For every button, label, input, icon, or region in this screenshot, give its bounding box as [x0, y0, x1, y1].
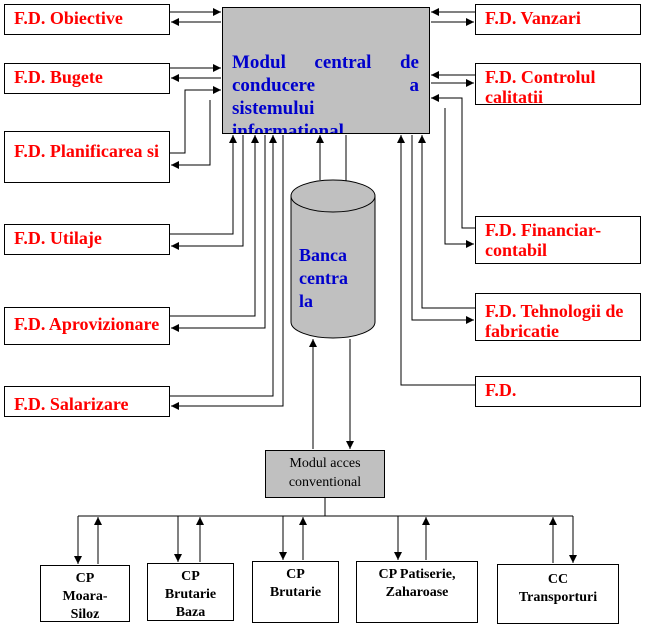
central-module-line: conducere a	[232, 75, 419, 96]
cp-box-transporturi: CC Transporturi	[497, 564, 619, 624]
cp-box-line: Baza	[175, 605, 206, 620]
fd-box-label: F.D. Salarizare	[14, 394, 129, 414]
cp-box-moara-siloz: CP Moara- Siloz	[40, 565, 130, 622]
central-module-line: Modul central de	[232, 52, 419, 73]
fd-box-tehnologii: F.D. Tehnologii de fabricatie	[475, 293, 641, 341]
fd-box-obiective: F.D. Obiective	[4, 4, 170, 35]
cp-box-line: CC	[547, 572, 569, 587]
cp-box-patiserie: CP Patiserie, Zaharoase	[356, 561, 478, 623]
cp-box-line: Transporturi	[518, 590, 598, 605]
cp-box-line: Moara-	[62, 589, 108, 604]
database-cylinder	[290, 179, 376, 339]
cp-box-line: CP Patiserie,	[378, 567, 456, 582]
fd-box-label: F.D. Controlul calitatii	[485, 67, 596, 105]
central-module-box: Modul central de conducere a sistemului …	[222, 7, 430, 134]
database-label: Banca centra la	[299, 244, 369, 313]
cp-box-line: Brutarie	[164, 587, 217, 602]
arrow-central-to-planificarea	[171, 100, 211, 169]
cp-box-line: Brutarie	[269, 585, 322, 600]
arrow-fdlast-to-central	[397, 135, 475, 386]
arrow-financiar-to-central	[431, 94, 475, 229]
cp-box-line: CP	[75, 571, 95, 586]
central-module-line: sistemului	[232, 98, 315, 119]
cp-box-line: CP	[286, 567, 305, 582]
database-label-line: la	[299, 291, 314, 311]
arrow-salarizare-to-central	[170, 135, 277, 397]
fd-box-label: F.D. Vanzari	[485, 8, 581, 28]
fd-box-controlul-calitatii: F.D. Controlul calitatii	[475, 63, 641, 105]
fd-box-financiar-contabil: F.D. Financiar-contabil	[475, 216, 641, 264]
fd-box-aprovizionare: F.D. Aprovizionare	[4, 307, 170, 345]
arrow-utilaje-to-central	[170, 135, 237, 235]
fd-box-bugete: F.D. Bugete	[4, 63, 170, 94]
fd-box-label: F.D. Financiar-contabil	[485, 220, 602, 260]
cp-box-brutarie-baza: CP Brutarie Baza	[147, 563, 234, 621]
access-module-box: Modul acces conventional	[265, 450, 385, 498]
fd-box-label: F.D. Utilaje	[14, 228, 102, 248]
cp-box-brutarie: CP Brutarie	[252, 561, 339, 623]
arrow-central-to-utilaje	[171, 135, 244, 250]
database-label-line: Banca	[299, 245, 348, 265]
access-module-line: Modul acces	[289, 456, 361, 471]
arrow-tehnologii-to-central	[418, 135, 475, 309]
arrow-planificarea-to-central	[170, 86, 221, 154]
arrow-central-to-salarizare	[171, 135, 284, 410]
fd-box-label: F.D. Aprovizionare	[14, 314, 160, 334]
cp-box-line: Siloz	[70, 607, 100, 622]
fd-box-vanzari: F.D. Vanzari	[475, 4, 641, 35]
fd-box-planificarea: F.D. Planificarea si	[4, 131, 170, 183]
arrow-aprovizionare-to-central	[170, 135, 259, 317]
fd-box-last: F.D.	[475, 376, 641, 407]
fd-box-label: F.D.	[485, 380, 517, 400]
cp-box-line: CP	[181, 569, 200, 584]
fd-box-utilaje: F.D. Utilaje	[4, 224, 170, 255]
fd-box-label: F.D. Planificarea si	[14, 141, 159, 161]
database-label-line: centra	[299, 268, 348, 288]
fd-box-label: F.D. Bugete	[14, 67, 103, 87]
fd-box-label: F.D. Obiective	[14, 8, 123, 28]
cp-box-line: Zaharoase	[385, 585, 449, 600]
arrow-central-to-financiar	[444, 108, 474, 248]
access-module-line: conventional	[288, 475, 362, 490]
fd-box-label: F.D. Tehnologii de fabricatie	[485, 301, 624, 341]
fd-box-salarizare: F.D. Salarizare	[4, 386, 170, 417]
central-module-line: informational	[232, 121, 344, 134]
arrow-central-to-aprovizionare	[171, 135, 266, 332]
arrow-central-to-tehnologii	[411, 135, 474, 324]
